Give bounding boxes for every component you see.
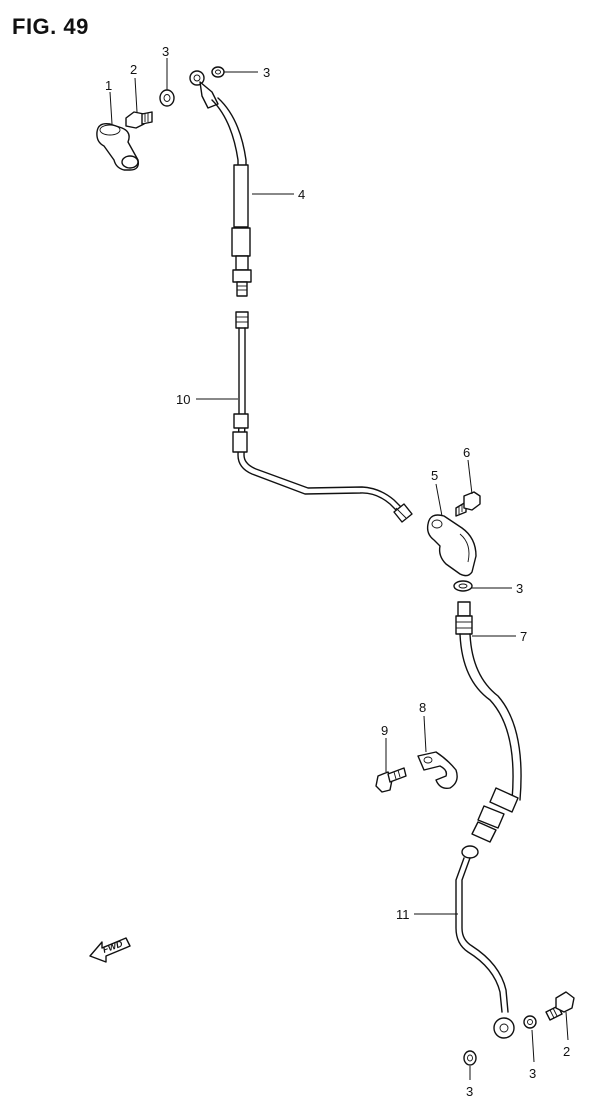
part-3-washer-c [453,580,473,592]
callout-7: 7 [520,629,527,644]
callout-labels: 1 2 3 3 4 10 5 6 3 7 8 9 11 3 3 2 [105,44,570,1099]
callout-3-b: 3 [263,65,270,80]
part-3-washer-a [159,89,175,107]
callout-2-bottom: 2 [563,1044,570,1059]
part-10-brake-pipe [232,311,413,523]
part-8-clamp [417,751,458,790]
callout-9: 9 [381,723,388,738]
part-3-washer-b [211,66,225,78]
callout-1: 1 [105,78,112,93]
part-6-bolt [455,491,481,517]
callout-8: 8 [419,700,426,715]
callout-5: 5 [431,468,438,483]
callout-3-c: 3 [516,581,523,596]
part-7-lower-hose [455,601,522,859]
callout-3-d: 3 [466,1084,473,1099]
fwd-arrow-icon: FWD [89,937,131,963]
part-1-cap [96,122,140,171]
part-9-bolt [375,767,407,793]
callout-4: 4 [298,187,305,202]
leader-lines [109,58,569,1080]
callout-2-top: 2 [130,62,137,77]
part-5-hose-holder [426,514,477,577]
figure-title: FIG. 49 [12,14,89,39]
part-3-washer-e [523,1015,537,1029]
callout-11: 11 [396,907,410,922]
part-3-washer-d [463,1050,477,1066]
callout-10: 10 [176,392,190,407]
part-2-bolt-top [125,111,153,129]
callout-6: 6 [463,445,470,460]
callout-3-e: 3 [529,1066,536,1081]
part-11-lower-pipe [455,857,515,1039]
part-4-upper-hose [189,70,252,297]
callout-3-a: 3 [162,44,169,59]
part-2-bolt-bottom [545,991,575,1021]
